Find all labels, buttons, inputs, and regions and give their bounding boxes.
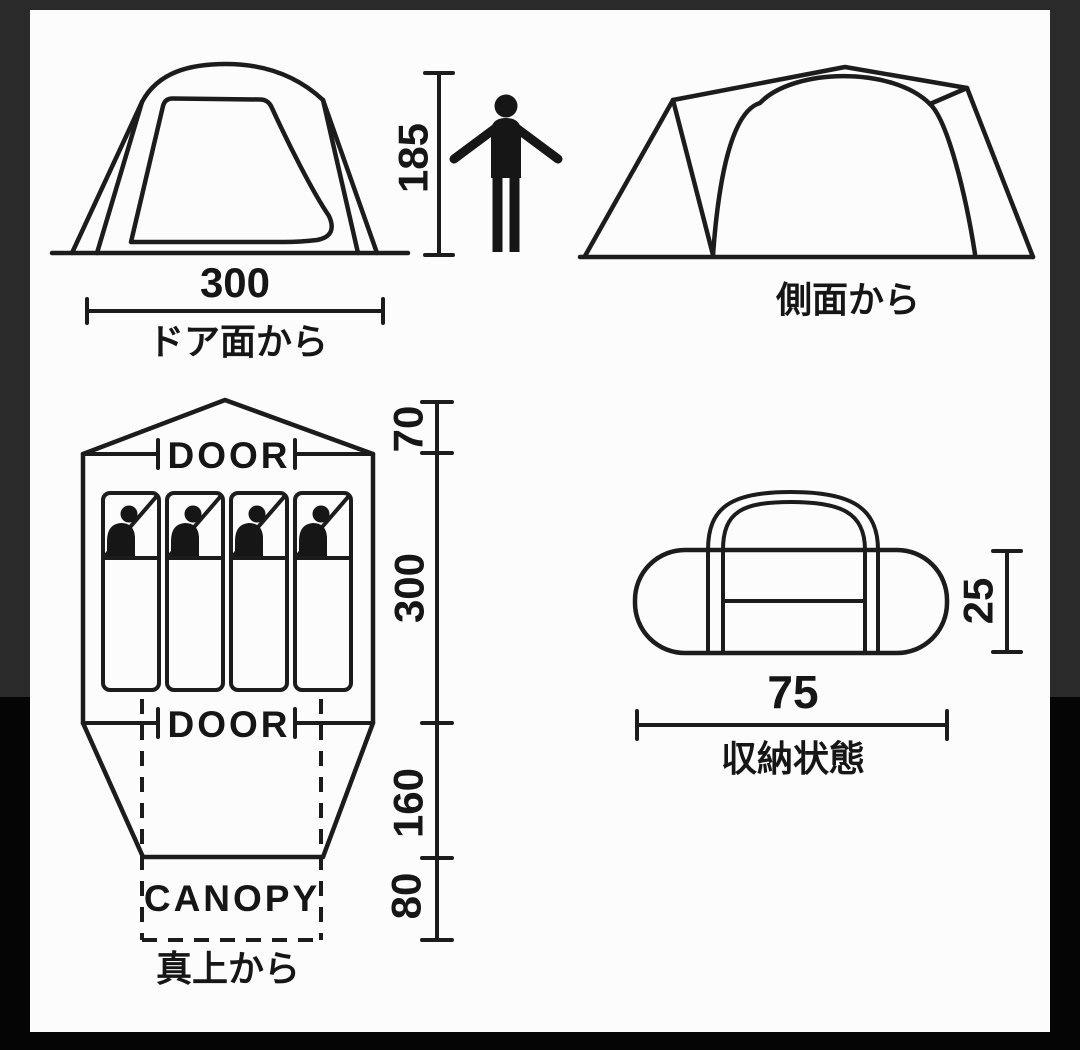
top-dim-canopy: 80 — [383, 873, 430, 920]
height-dimension: 185 — [390, 71, 455, 257]
storage-height-value: 25 — [955, 578, 1002, 625]
top-roof-outline — [80, 397, 376, 457]
person-icon — [449, 94, 563, 252]
side-view-caption: 側面から — [775, 279, 920, 320]
front-height-value: 185 — [390, 123, 437, 193]
top-canopy-label: CANOPY — [144, 878, 320, 919]
top-door-bottom-dimension — [81, 707, 375, 739]
top-view-caption: 真上から — [156, 948, 300, 989]
storage-height-dimension — [991, 549, 1023, 654]
top-dimension-column — [420, 400, 454, 942]
storage-bag-handle — [706, 490, 880, 655]
top-rear-vestibule-outline — [80, 720, 376, 860]
front-width-value: 300 — [200, 259, 270, 306]
top-dim-inner: 300 — [386, 553, 433, 623]
storage-bag-diagram: 25 75 収納状態 — [632, 490, 1023, 779]
top-dim-rear-vestibule: 160 — [385, 768, 432, 838]
front-view-diagram: 300 ドア面から — [49, 61, 411, 362]
storage-bag-body — [632, 547, 950, 656]
top-door-bottom-label: DOOR — [168, 704, 291, 745]
storage-width-value: 75 — [767, 666, 818, 718]
top-view-diagram: DOOR DOOR CANOPY 真上から — [80, 397, 454, 989]
storage-width-dimension — [635, 709, 949, 741]
top-door-top-dimension — [81, 438, 375, 470]
top-door-top-label: DOOR — [168, 435, 291, 476]
side-tent-outline — [582, 64, 1036, 260]
front-tent-outline — [69, 61, 380, 256]
front-width-dimension — [85, 297, 385, 325]
front-door-outline — [128, 96, 334, 245]
side-view-diagram: 側面から — [577, 64, 1036, 320]
top-canopy-outline — [140, 699, 323, 942]
top-dim-front-vestibule: 70 — [385, 406, 432, 453]
front-view-caption: ドア面から — [148, 321, 328, 362]
storage-view-caption: 収納状態 — [721, 738, 865, 779]
